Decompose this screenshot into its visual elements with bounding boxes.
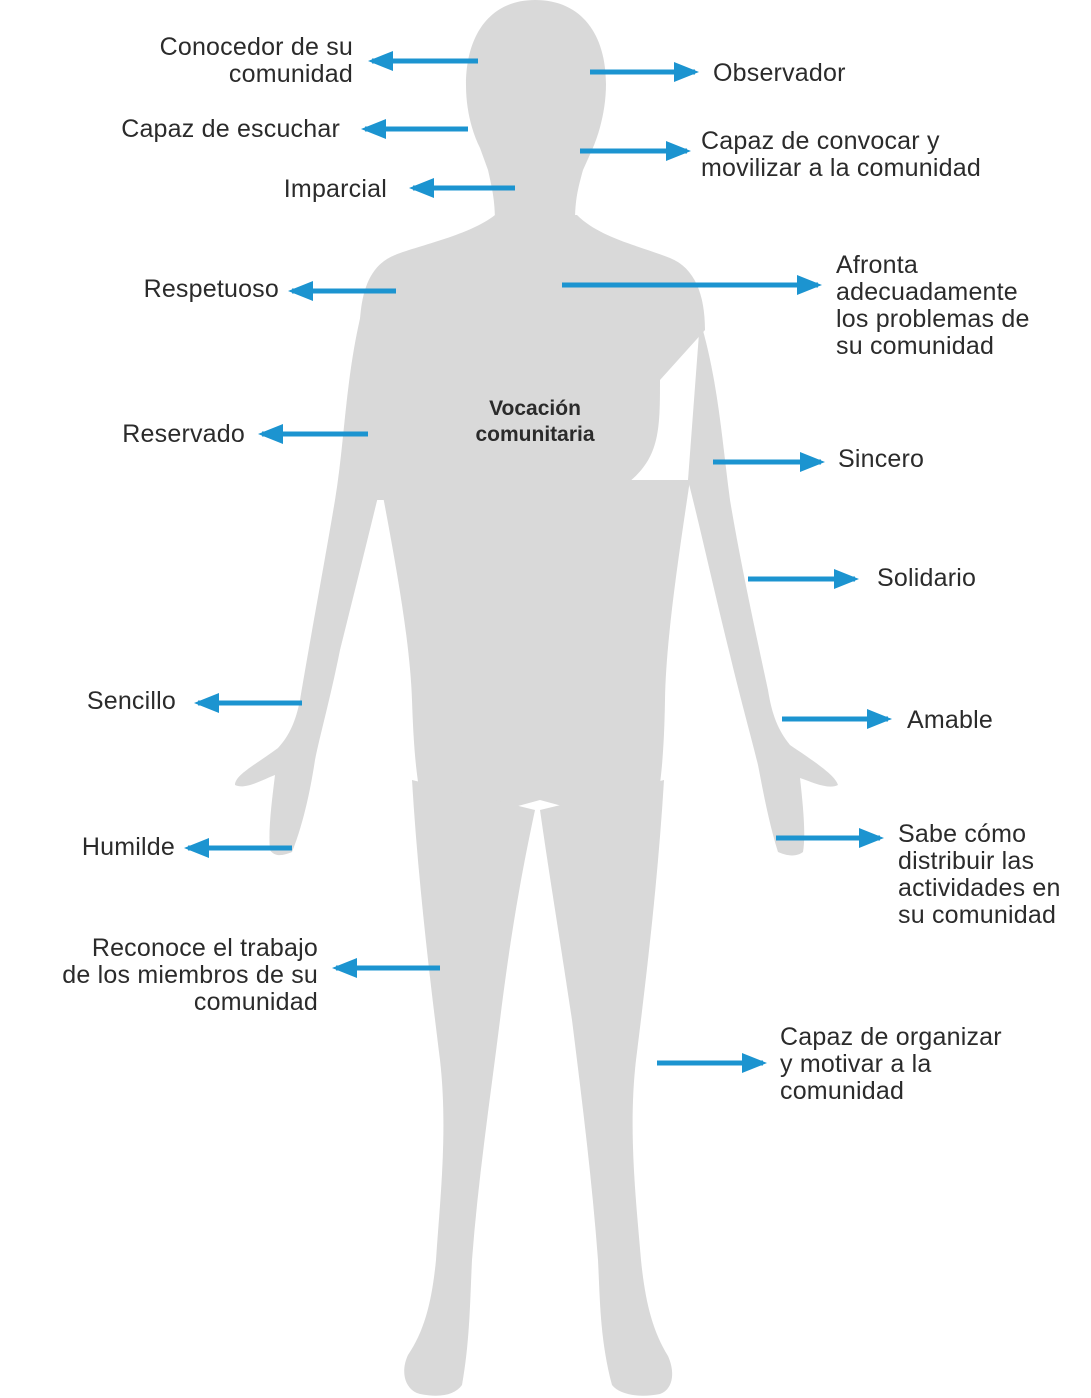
label-organizar: Capaz de organizar y motivar a la comuni… [780,1024,1002,1105]
label-sencillo: Sencillo [87,688,176,715]
right-leg-shape [540,780,672,1396]
label-reconoce: Reconoce el trabajo de los miembros de s… [62,935,318,1016]
right-arm-shape [688,320,838,855]
label-convocar: Capaz de convocar y movilizar a la comun… [701,128,981,182]
label-reservado: Reservado [122,421,245,448]
label-solidario: Solidario [877,565,976,592]
torso-shape [352,215,705,500]
label-sincero: Sincero [838,446,924,473]
label-escuchar: Capaz de escuchar [121,116,340,143]
center-title: Vocación comunitaria [430,396,640,448]
label-observador: Observador [713,60,846,87]
label-humilde: Humilde [82,834,175,861]
label-imparcial: Imparcial [284,176,387,203]
human-silhouette [235,0,838,1396]
label-afronta: Afronta adecuadamente los problemas de s… [836,252,1030,360]
pelvis-shape [380,480,690,830]
left-arm-shape [235,310,382,855]
label-amable: Amable [907,707,993,734]
label-distribuir: Sabe cómo distribuir las actividades en … [898,821,1061,929]
left-leg-shape [404,780,535,1396]
label-respetuoso: Respetuoso [144,276,279,303]
label-conocedor: Conocedor de su comunidad [160,34,353,88]
